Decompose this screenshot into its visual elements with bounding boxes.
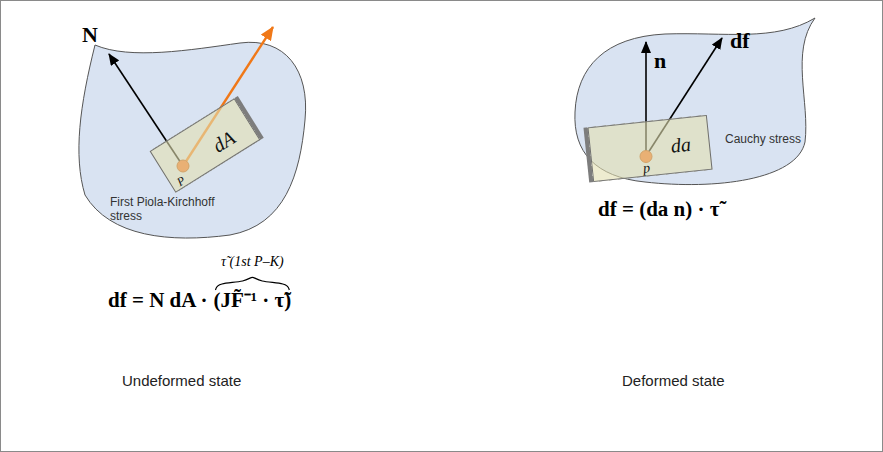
element-label: P	[175, 174, 188, 188]
body-shape	[575, 18, 815, 185]
vector-name: n	[654, 48, 666, 73]
vector-name: N	[82, 22, 98, 47]
stress-name: First Piola-Kirchhoff stress	[110, 195, 235, 224]
state-caption: Deformed state	[622, 372, 725, 389]
state-caption: Undeformed state	[122, 372, 241, 389]
surface-element: p da	[587, 114, 712, 181]
brace-note: τ̃ (1st P–K)	[221, 254, 284, 270]
element-label: p	[642, 161, 650, 176]
formula: df = (da n) · τ̃	[598, 197, 719, 221]
body-shape	[79, 42, 306, 238]
surface-element: dA P	[150, 98, 261, 193]
body-region: First Piola-Kirchhoff stress dA P	[70, 25, 310, 240]
element-label: dA	[209, 127, 238, 156]
formula: df = N dA ·	[108, 288, 208, 312]
stress-name: Cauchy stress	[725, 132, 805, 146]
formula: (JF̃⁻¹ · τ̃)	[214, 288, 292, 312]
vector-name: df	[730, 28, 750, 53]
body-region: Cauchy stress p da	[565, 12, 825, 187]
element-label: da	[670, 133, 692, 155]
